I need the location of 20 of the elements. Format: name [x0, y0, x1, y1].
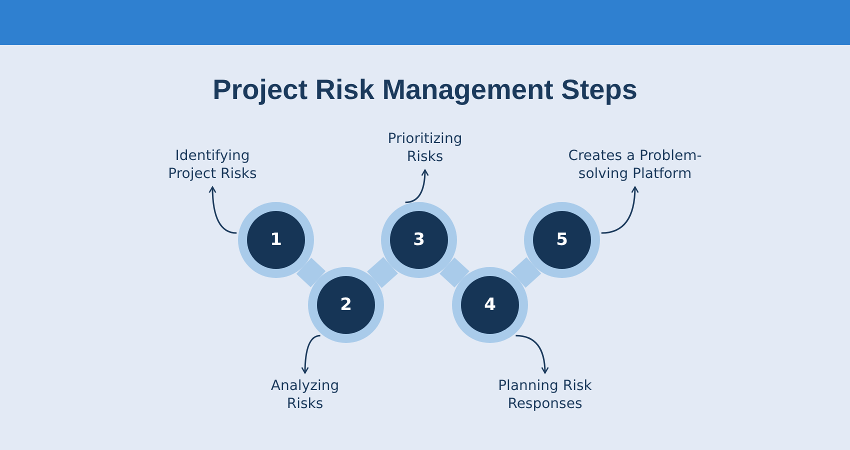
title: Project Risk Management Steps — [212, 74, 638, 106]
step-label: Creates a Problem-solving Platform — [560, 147, 710, 183]
numbered-circle: 4 — [452, 267, 528, 343]
connector-band — [440, 258, 470, 288]
connector-band — [510, 257, 542, 288]
curved-arrow — [405, 169, 429, 204]
numbered-circle: 3 — [381, 202, 457, 278]
connector-band — [367, 257, 398, 288]
numbered-circle: 1 — [238, 202, 314, 278]
step-label: Identifying Project Risks — [160, 147, 265, 183]
curved-arrow — [208, 186, 237, 234]
step-label: Prioritizing Risks — [370, 130, 480, 166]
curved-arrow — [516, 334, 549, 374]
step-label: Planning Risk Responses — [480, 377, 610, 413]
step-label: Analyzing Risks — [255, 377, 355, 413]
connector-band — [296, 258, 326, 288]
curved-arrow — [301, 334, 320, 374]
numbered-circle: 2 — [308, 267, 384, 343]
numbered-circle: 5 — [524, 202, 600, 278]
curved-arrow — [601, 186, 639, 234]
